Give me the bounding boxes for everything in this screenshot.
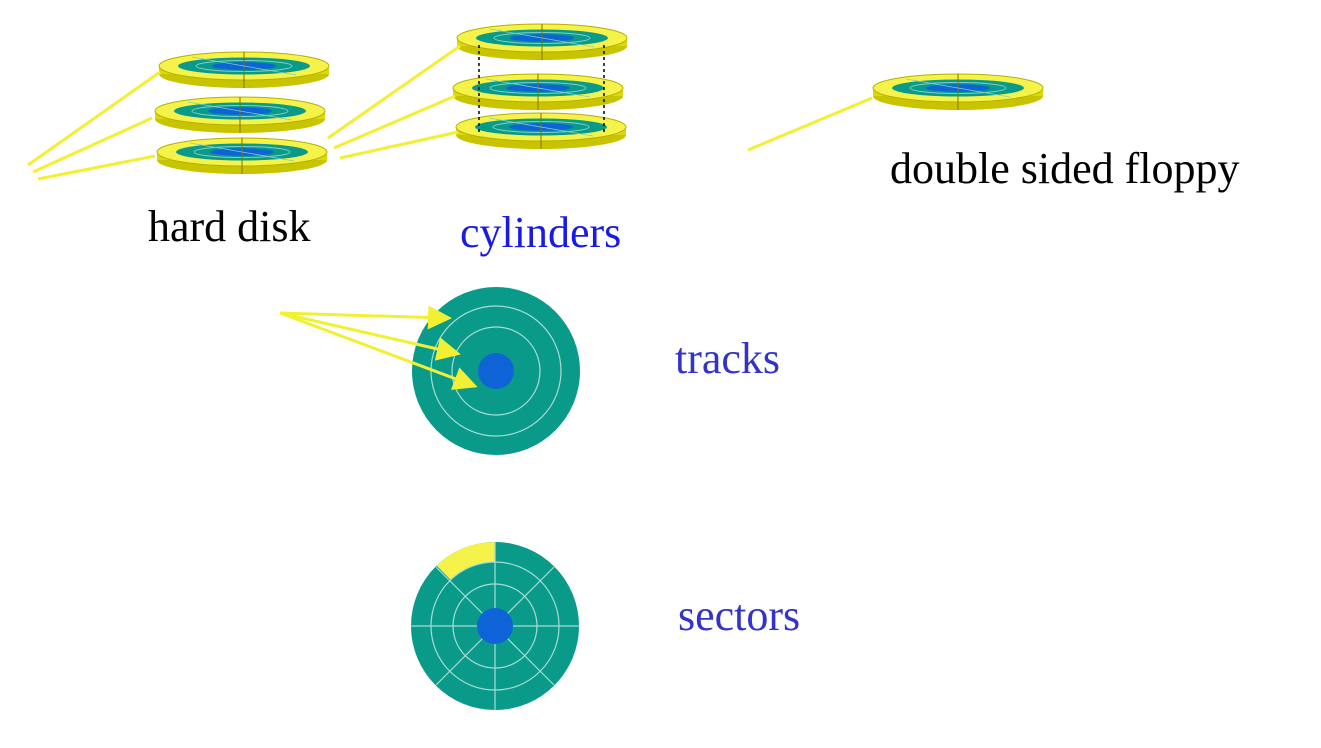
cylinders-arrows — [327, 44, 461, 160]
hard-disk-stack — [154, 51, 330, 175]
head-arrow — [747, 96, 873, 152]
cylinder-platter — [455, 112, 627, 150]
tracks-disk — [412, 287, 580, 455]
sectors-label: sectors — [678, 591, 801, 640]
sectors-disk — [411, 542, 579, 710]
head-arrow — [339, 130, 459, 160]
cylinders-label: cylinders — [460, 208, 622, 257]
disk-hub — [477, 608, 513, 644]
hard-disk-platter — [154, 96, 326, 134]
hard-disk-platter — [156, 137, 328, 175]
head-arrow — [333, 94, 456, 150]
double-sided-floppy-label: double sided floppy — [890, 144, 1240, 193]
cylinder-platter — [456, 23, 628, 61]
hard-disk-label: hard disk — [148, 202, 311, 251]
track-arrow — [279, 305, 452, 330]
cylinders-stack — [452, 23, 628, 150]
track-arrow — [279, 311, 478, 390]
hard-disk-platter — [158, 51, 330, 89]
floppy-platter — [872, 73, 1044, 111]
disk-hub — [478, 353, 514, 389]
head-arrow — [27, 70, 161, 167]
floppy-disk — [872, 73, 1044, 111]
head-arrow — [32, 116, 153, 174]
track-arrow — [279, 311, 461, 361]
highlighted-sector — [436, 542, 495, 580]
hard-disk-arrows — [27, 70, 161, 181]
head-arrow — [327, 44, 461, 140]
tracks-arrows — [279, 305, 478, 390]
head-arrow — [37, 154, 156, 181]
tracks-label: tracks — [675, 334, 781, 383]
cylinder-platter — [452, 73, 624, 111]
